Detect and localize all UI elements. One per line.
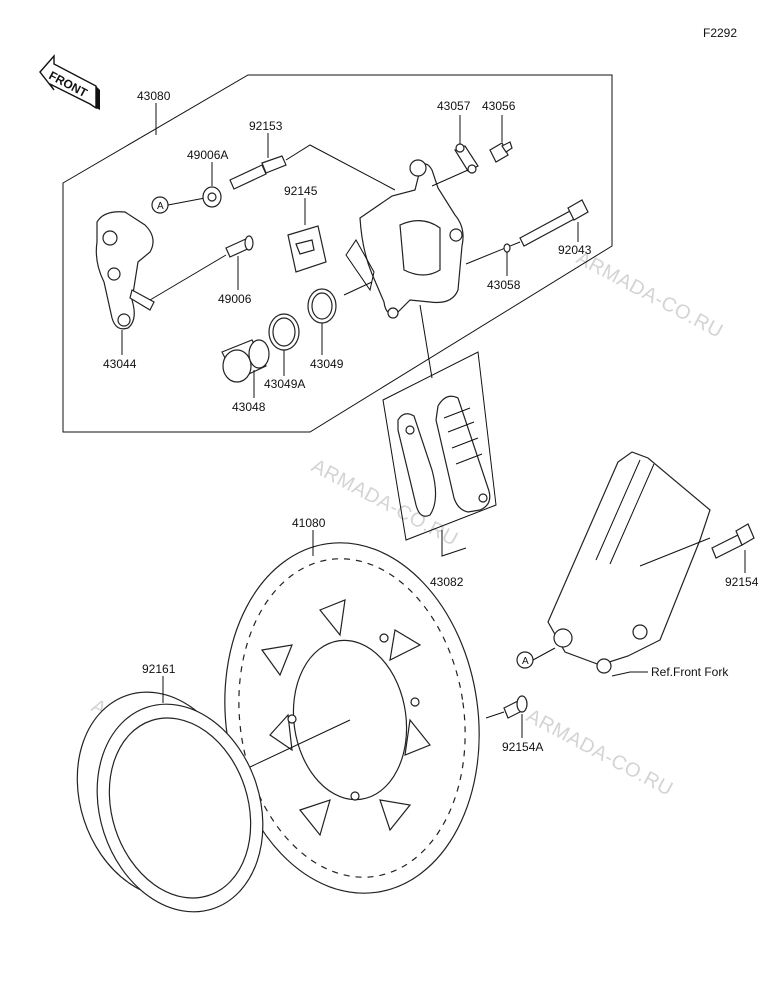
ref-a-fork: A <box>522 656 529 667</box>
ref-a-top: A <box>157 201 164 212</box>
watermark-1: ARMADA-CO.RU <box>573 247 727 343</box>
bolt-92154a <box>503 695 528 719</box>
label-43057: 43057 <box>437 99 471 113</box>
disc-ring-92161 <box>76 691 264 913</box>
caliper-piston-box <box>345 239 375 292</box>
leader-92153-b <box>285 144 396 191</box>
caliper-assembly-outline <box>62 74 613 433</box>
front-arrow-icon: FRONT <box>39 54 100 110</box>
leader-92161-disc <box>232 719 351 776</box>
caliper-body <box>359 159 464 319</box>
leader-92154a-axis <box>485 711 505 719</box>
leader-fork-bolt <box>639 537 711 567</box>
brake-pads-outline <box>382 351 497 541</box>
pad-spring-92145 <box>287 225 327 273</box>
cap-43058 <box>503 243 511 253</box>
label-43058: 43058 <box>487 278 521 292</box>
leader-a-top <box>167 197 206 206</box>
pin-49006 <box>225 235 254 258</box>
label-92154a: 92154A <box>502 740 543 754</box>
leader-43082 <box>441 530 467 557</box>
brake-disc <box>224 542 480 894</box>
figure-code: F2292 <box>703 26 737 40</box>
bleed-screw-43056 <box>489 141 513 163</box>
bolt-92154 <box>711 523 755 559</box>
ref-front-fork-label: Ref.Front Fork <box>651 665 729 679</box>
piston-43048 <box>221 339 270 383</box>
leader-92043-axis <box>465 241 521 265</box>
label-43044: 43044 <box>103 357 137 371</box>
label-43048: 43048 <box>232 400 266 414</box>
leader-49006-axis <box>149 254 227 301</box>
watermark-2: ARMADA-CO.RU <box>308 455 462 551</box>
brake-pad-inner <box>397 413 437 517</box>
leader-43057-b <box>431 169 469 187</box>
watermark-4: ARMADA-CO.RU <box>523 705 677 801</box>
label-92154: 92154 <box>725 575 759 589</box>
bushing-49006a <box>202 186 222 208</box>
leader-ref-front-fork <box>611 671 648 677</box>
label-43049: 43049 <box>310 357 344 371</box>
label-49006a: 49006A <box>187 148 228 162</box>
label-43056: 43056 <box>482 99 516 113</box>
seal-43049 <box>307 288 337 324</box>
label-92145: 92145 <box>284 184 318 198</box>
brake-pad-outer <box>435 395 491 513</box>
seal-43049a <box>268 313 300 351</box>
caliper-bracket <box>95 211 155 330</box>
label-43049a: 43049A <box>264 377 305 391</box>
front-fork <box>547 451 711 674</box>
label-92153: 92153 <box>249 119 283 133</box>
label-49006: 49006 <box>218 292 252 306</box>
leader-caliper-to-pads <box>419 304 433 379</box>
label-41080: 41080 <box>292 516 326 530</box>
pad-pin-92043 <box>519 199 589 247</box>
pin-92153 <box>229 155 287 190</box>
leader-caliper-piston <box>343 281 373 296</box>
label-43082: 43082 <box>430 575 464 589</box>
bleed-link-43057 <box>454 143 479 174</box>
label-92043: 92043 <box>558 243 592 257</box>
label-92161: 92161 <box>142 662 176 676</box>
label-43080: 43080 <box>137 89 171 103</box>
leader-a-fork <box>532 647 556 661</box>
